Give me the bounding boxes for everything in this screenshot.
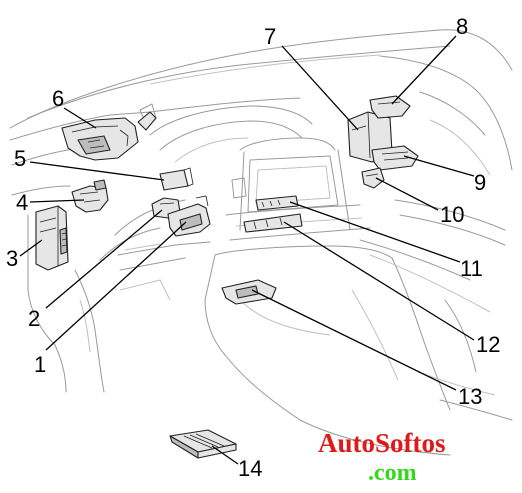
component-3 (35, 205, 69, 271)
callout-5: 5 (14, 146, 26, 171)
callout-4: 4 (16, 190, 28, 215)
callout-12: 12 (476, 332, 500, 357)
component-12 (243, 213, 303, 233)
watermark-line-1: AutoSoftos (318, 428, 446, 458)
component-13 (221, 279, 277, 305)
callout-7: 7 (264, 24, 276, 49)
callout-2: 2 (28, 306, 40, 331)
watermark-logo: AutoSoftos .com (318, 428, 446, 486)
callout-3: 3 (6, 246, 18, 271)
component-14 (169, 429, 237, 459)
component-4 (71, 179, 109, 213)
leader-lines (19, 35, 475, 465)
callout-8: 8 (456, 14, 468, 39)
callout-13: 13 (458, 384, 482, 409)
callout-1: 1 (34, 352, 46, 377)
callout-10: 10 (440, 202, 464, 227)
component-11 (255, 195, 299, 211)
watermark-line-2: .com (368, 460, 417, 486)
component-6 (61, 111, 157, 161)
component-5 (159, 167, 194, 191)
callout-14: 14 (238, 456, 262, 481)
callout-11: 11 (460, 256, 483, 281)
callout-6: 6 (52, 86, 64, 111)
component-8 (369, 95, 411, 119)
dashboard-outline (9, 29, 513, 456)
callout-labels: 1 2 3 4 5 6 7 8 9 10 11 12 13 14 (6, 14, 500, 481)
component-9 (371, 145, 419, 171)
callout-9: 9 (474, 170, 486, 195)
component-10 (361, 167, 385, 189)
